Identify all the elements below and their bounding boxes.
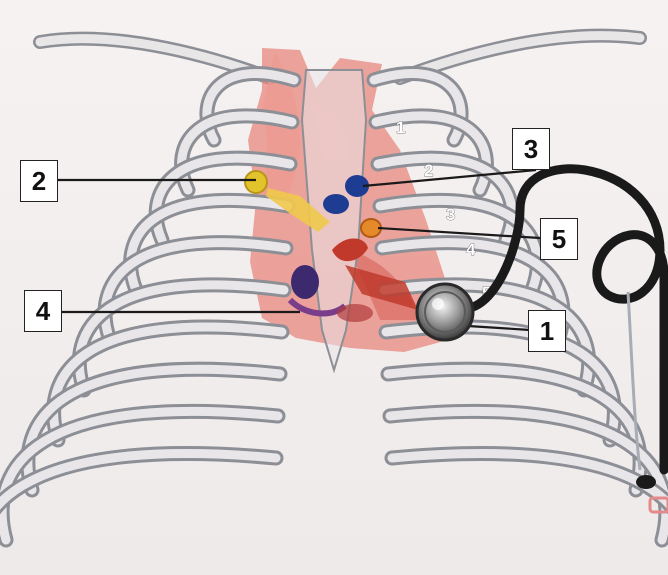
stethoscope-earpiece [636, 475, 656, 489]
mitral-lower-marker [337, 304, 373, 322]
rib-number-3: 3 [446, 205, 455, 224]
callout-label-3: 3 [512, 128, 550, 170]
rib-number-4: 4 [466, 240, 476, 259]
tricuspid-site-marker [291, 265, 319, 299]
callout-label-1: 1 [528, 310, 566, 352]
rib-number-1: 1 [396, 118, 405, 137]
pulmonic-valve-shape [323, 194, 349, 214]
aortic-site-marker [245, 171, 267, 193]
callout-label-2: 2 [20, 160, 58, 202]
rib-number-2: 2 [424, 161, 433, 180]
callout-label-5: 5 [540, 218, 578, 260]
callout-label-4: 4 [24, 290, 62, 332]
